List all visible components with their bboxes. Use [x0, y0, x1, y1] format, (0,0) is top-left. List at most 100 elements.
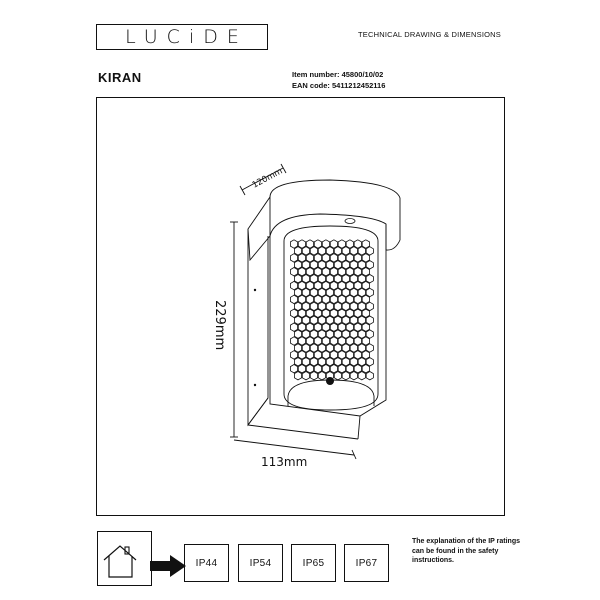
hex-hole: [289, 364, 299, 374]
hex-hole: [365, 246, 374, 256]
hex-hole: [317, 246, 327, 256]
hex-hole: [365, 274, 374, 284]
hex-hole: [341, 315, 350, 325]
hex-hole: [309, 357, 319, 367]
hex-hole: [337, 308, 346, 318]
hex-hole: [353, 336, 362, 346]
hex-hole: [337, 336, 346, 346]
hex-hole: [333, 315, 342, 325]
hex-hole: [317, 301, 327, 312]
hex-hole: [313, 322, 323, 332]
hex-hole: [317, 287, 327, 298]
ip67-box: IP67: [344, 544, 389, 582]
hex-hole: [361, 253, 370, 263]
hex-hole: [333, 301, 342, 312]
hex-hole: [325, 301, 334, 312]
hex-hole: [333, 274, 342, 284]
hex-hole: [341, 343, 350, 353]
hex-hole: [297, 364, 307, 374]
hex-hole: [329, 322, 338, 332]
hex-perforation-pattern: [289, 239, 374, 381]
hex-hole: [317, 315, 327, 325]
hex-hole: [313, 308, 323, 318]
hex-hole: [325, 246, 334, 256]
hex-hole: [333, 287, 342, 298]
width-dimension-line: [233, 439, 355, 456]
hex-hole: [309, 329, 319, 339]
hex-hole: [329, 239, 338, 249]
hex-hole: [337, 267, 346, 277]
hex-hole: [361, 239, 370, 249]
hex-hole: [293, 315, 303, 325]
document-title: TECHNICAL DRAWING & DIMENSIONS: [358, 30, 501, 39]
hex-hole: [309, 260, 319, 270]
height-label: 229mm: [212, 300, 227, 350]
hex-hole: [321, 267, 331, 277]
hex-hole: [361, 267, 370, 277]
hex-hole: [365, 301, 374, 312]
hex-hole: [349, 246, 358, 256]
hex-hole: [333, 371, 342, 381]
hex-hole: [309, 274, 319, 284]
hex-hole: [349, 329, 358, 339]
hex-hole: [297, 267, 307, 277]
hex-hole: [289, 322, 299, 332]
hex-hole: [293, 357, 303, 367]
hex-hole: [301, 357, 311, 367]
hex-hole: [357, 329, 366, 339]
hex-hole: [357, 315, 366, 325]
hex-hole: [313, 350, 323, 360]
hex-hole: [313, 294, 323, 305]
hex-hole: [357, 260, 366, 270]
hex-hole: [289, 253, 299, 263]
hex-hole: [309, 371, 319, 381]
hex-hole: [329, 280, 338, 291]
top-cap: [269, 179, 401, 251]
hex-hole: [305, 239, 315, 249]
hex-hole: [345, 336, 354, 346]
hex-hole: [305, 253, 315, 263]
hex-hole: [313, 336, 323, 346]
hex-hole: [349, 287, 358, 298]
hex-hole: [313, 253, 323, 263]
hex-hole: [329, 294, 338, 305]
hex-hole: [361, 336, 370, 346]
hex-hole: [345, 308, 354, 318]
hex-hole: [321, 308, 331, 318]
hex-hole: [357, 357, 366, 367]
hex-hole: [349, 315, 358, 325]
hex-hole: [349, 301, 358, 312]
hex-hole: [317, 329, 327, 339]
hex-hole: [329, 253, 338, 263]
hex-hole: [337, 294, 346, 305]
hex-hole: [317, 343, 327, 353]
hex-hole: [333, 343, 342, 353]
hex-hole: [297, 350, 307, 360]
hex-hole: [321, 294, 331, 305]
arrow-right-icon: [150, 555, 186, 577]
hex-hole: [325, 343, 334, 353]
hex-hole: [341, 357, 350, 367]
hex-hole: [361, 280, 370, 291]
hex-hole: [365, 371, 374, 381]
hex-hole: [317, 371, 327, 381]
hex-hole: [297, 294, 307, 305]
hex-hole: [349, 260, 358, 270]
hex-hole: [313, 267, 323, 277]
hex-hole: [297, 308, 307, 318]
hex-hole: [341, 287, 350, 298]
ean-code: EAN code: 5411212452116: [292, 81, 386, 90]
drawing-frame: [96, 97, 505, 516]
hex-hole: [309, 315, 319, 325]
hex-hole: [333, 329, 342, 339]
hex-hole: [293, 246, 303, 256]
hex-hole: [345, 322, 354, 332]
hex-hole: [313, 364, 323, 374]
hex-hole: [329, 308, 338, 318]
hex-hole: [345, 239, 354, 249]
hex-hole: [365, 329, 374, 339]
hex-hole: [325, 260, 334, 270]
hex-hole: [325, 287, 334, 298]
hex-hole: [289, 294, 299, 305]
